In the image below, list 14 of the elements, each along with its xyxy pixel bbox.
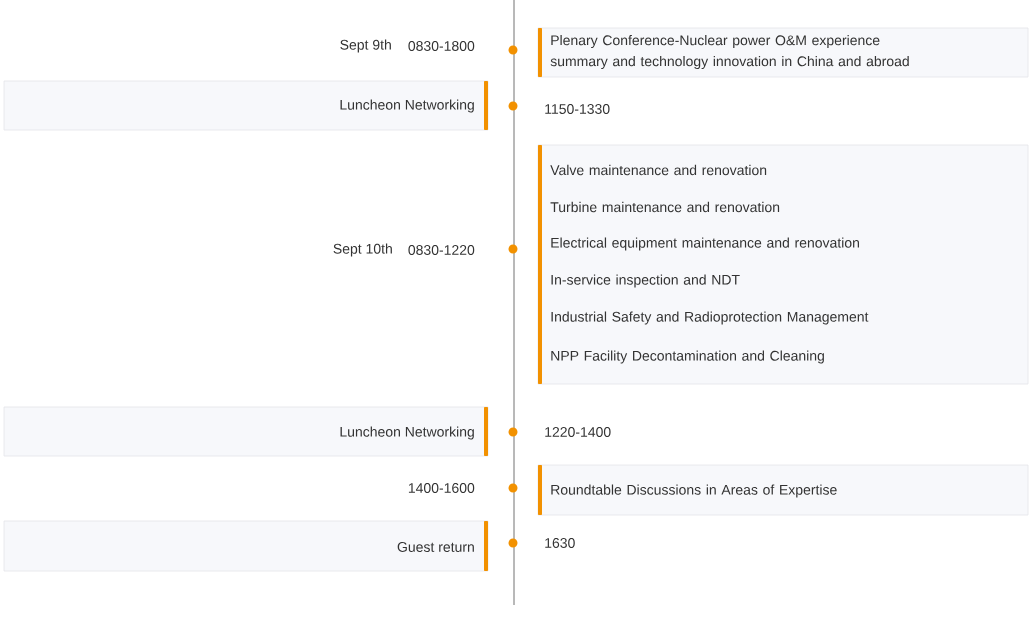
- event-box: Luncheon Networking: [3, 406, 489, 457]
- event-box: Luncheon Networking: [3, 80, 489, 131]
- time-label: 1220-1400: [545, 427, 611, 437]
- time-label: 0830-1800: [408, 41, 475, 51]
- time-label: 0830-1220: [408, 245, 475, 255]
- time-label: 1630: [545, 538, 575, 548]
- event-box: Guest return: [3, 520, 489, 572]
- event-box: Roundtable Discussions in Areas of Expertise: [537, 464, 1029, 516]
- time-label: Sept 10th: [333, 243, 392, 257]
- event-box: Valve maintenance and renovation Turbine maintenance and renovation Electrical equipment maintenance and renovation In-service inspection and NDT Industrial Safety and Radioprotection Management NPP Facility Decontamination and Cleaning: [537, 144, 1029, 385]
- time-label: 1150-1330: [545, 104, 610, 114]
- time-label: 1400-1600: [408, 483, 475, 493]
- time-label: Sept 9th: [340, 39, 391, 53]
- event-box: Plenary Conference-Nuclear power O&M experience summary and technology innovation in China and abroad: [537, 27, 1029, 78]
